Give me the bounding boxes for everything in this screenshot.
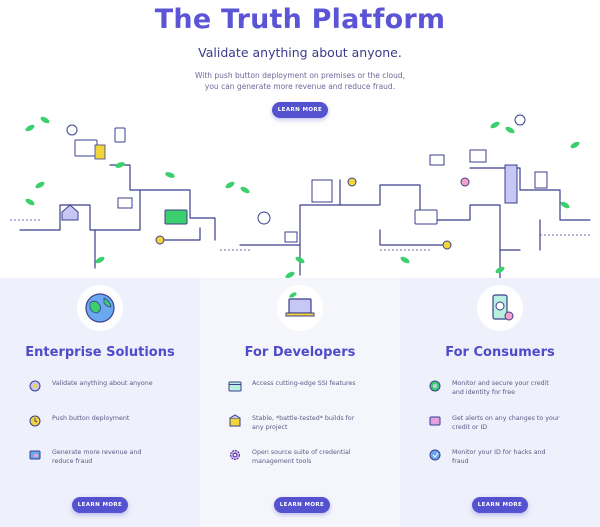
validate-icon [29,380,41,392]
feature-line: Access cutting-edge SSI features [252,380,356,387]
hero-description-line: With push button deployment on premises … [194,71,405,80]
gear-icon [230,450,240,460]
feature-text: Push button deployment [52,414,182,423]
credit-shield-icon [429,380,441,392]
revenue-icon [29,450,41,460]
feature-line: reduce fraud [52,458,93,465]
feature-line: fraud [452,458,469,465]
hero-description: With push button deployment on premises … [0,70,600,92]
feature-line: and identity for free [452,389,515,396]
feature-item: Open source suite of credential managemen… [222,448,392,478]
feature-line: Monitor and secure your credit [452,380,549,387]
column-title: For Developers [244,345,356,360]
feature-line: credit or ID [452,424,488,431]
feature-line: Monitor your ID for hacks and [452,449,546,456]
feature-text: Validate anything about anyone [52,379,182,388]
feature-text: Stable, *battle-tested* builds for any pr… [252,414,382,432]
feature-line: any project [252,424,288,431]
feature-line: Generate more revenue and [52,449,142,456]
column-title: Enterprise Solutions [25,345,175,360]
feature-text: Access cutting-edge SSI features [252,379,382,388]
hero-description-line: you can generate more revenue and reduce… [204,82,396,91]
for-consumers-panel: For Consumers Monitor and secure your cr… [400,278,600,527]
browser-window-icon [228,381,242,392]
enterprise-learn-more-button[interactable]: LEARN MORE [72,497,128,513]
hero-subtitle: Validate anything about anyone. [198,45,402,60]
developers-learn-more-button[interactable]: LEARN MORE [274,497,330,513]
feature-item: Stable, *battle-tested* builds for any pr… [222,414,392,444]
feature-line: Stable, *battle-tested* builds for [252,415,355,422]
laptop-icon [277,285,323,331]
globe-icon [77,285,123,331]
feature-line: Get alerts on any changes to your [452,415,560,422]
deploy-icon [29,415,41,427]
feature-line: Open source suite of credential [252,449,351,456]
feature-text: Monitor your ID for hacks and fraud [452,448,582,466]
enterprise-solutions-panel: Enterprise Solutions Validate anything a… [0,278,200,527]
feature-item: Access cutting-edge SSI features [222,379,392,409]
page-title: The Truth Platform [154,4,446,35]
alert-icon [429,416,441,426]
feature-line: Validate anything about anyone [52,380,153,387]
consumers-learn-more-button[interactable]: LEARN MORE [472,497,528,513]
column-title: For Consumers [445,345,555,360]
hero-section: The Truth Platform Validate anything abo… [0,4,600,92]
platform-illustration [10,114,591,281]
feature-item: Monitor your ID for hacks and fraud [422,448,592,478]
id-monitor-icon [429,449,441,461]
hero-learn-more-button[interactable]: LEARN MORE [272,102,328,118]
feature-item: Monitor and secure your credit and identi… [422,379,592,409]
feature-item: Get alerts on any changes to your credit … [422,414,592,444]
package-icon [229,414,241,427]
feature-line: management tools [252,458,312,465]
feature-text: Monitor and secure your credit and identi… [452,379,582,397]
phone-icon [477,285,523,331]
feature-text: Get alerts on any changes to your credit … [452,414,582,432]
feature-item: Validate anything about anyone [22,379,192,409]
feature-item: Push button deployment [22,414,192,444]
feature-line: Push button deployment [52,415,130,422]
feature-item: Generate more revenue and reduce fraud [22,448,192,478]
for-developers-panel: For Developers Access cutting-edge SSI f… [200,278,400,527]
feature-text: Generate more revenue and reduce fraud [52,448,182,466]
feature-text: Open source suite of credential managemen… [252,448,382,466]
